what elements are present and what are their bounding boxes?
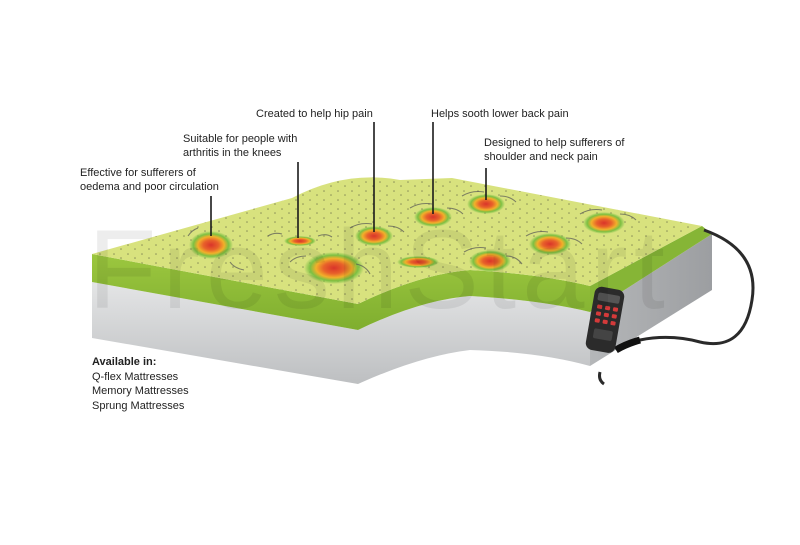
callout-shoulder: Designed to help sufferers of shoulder a… [484,137,625,163]
base-right [590,234,712,366]
pressure-zone-hip [355,226,393,246]
callout-lower-back: Helps sooth lower back pain [431,108,569,120]
availability-item: Q-flex Mattresses [92,370,179,383]
pressure-zone-oedema [189,231,233,259]
availability-item: Sprung Mattresses [92,399,185,412]
callout-oedema: Effective for sufferers of oedema and po… [80,167,219,193]
base-front [92,282,590,384]
availability-heading: Available in: [92,356,157,368]
pressure-zones [189,194,625,284]
pressure-zone-shoulder [467,194,505,214]
availability-item: Memory Mattresses [92,385,189,397]
foam-front [92,254,590,330]
availability-list: Available in: Q-flex Mattresses Memory M… [92,355,189,413]
remote-control [585,286,625,353]
callout-hip: Created to help hip pain [256,108,373,120]
pressure-zone-knees [284,236,316,246]
callout-knees: Suitable for people with arthritis in th… [183,133,298,159]
pressure-zone-lower-back [414,207,452,227]
leader-lines [210,122,487,238]
wave-marks [187,190,637,275]
